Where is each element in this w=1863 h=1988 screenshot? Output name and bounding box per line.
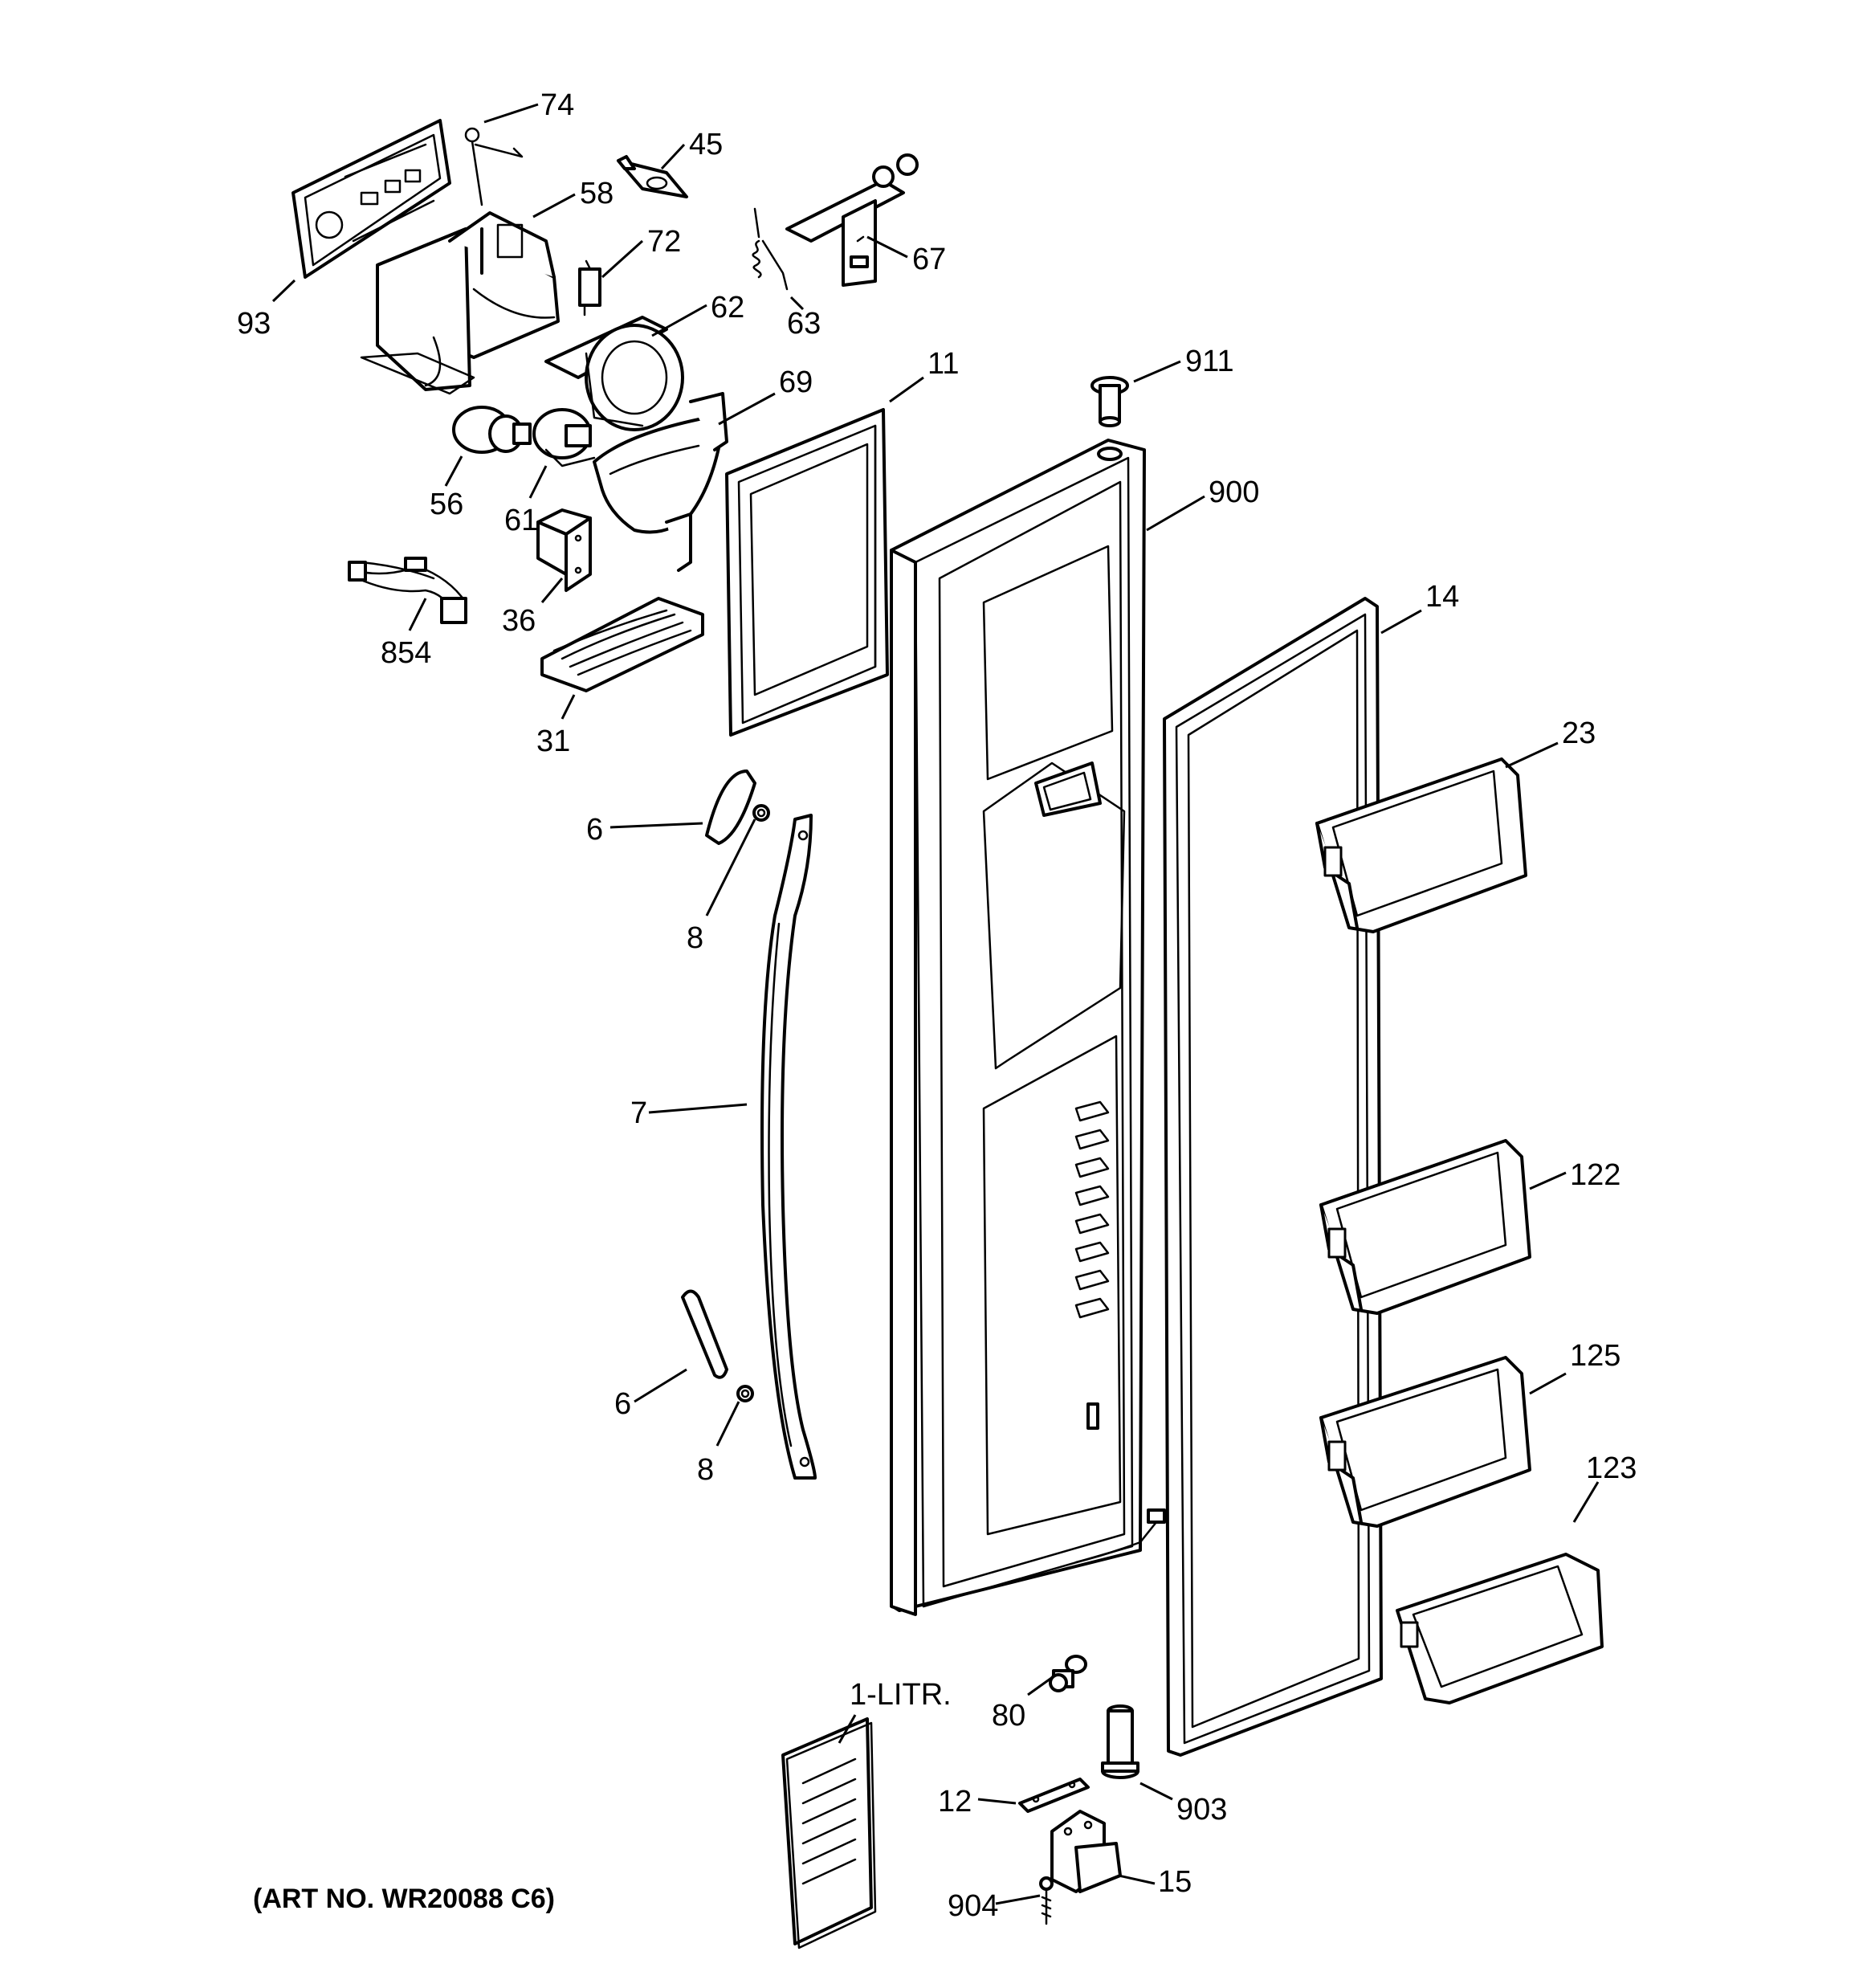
callout-23: 23 — [1562, 716, 1596, 750]
part-14-gasket — [1163, 597, 1383, 1757]
part-903-bushing — [1101, 1704, 1139, 1779]
art-number: (ART NO. WR20088 C6) — [253, 1884, 555, 1914]
leader-lines — [271, 103, 1600, 1905]
callout-911: 911 — [1185, 345, 1234, 378]
callout-8-upper: 8 — [687, 921, 703, 955]
callout-62: 62 — [711, 291, 744, 325]
callout-93: 93 — [237, 307, 271, 341]
part-6-handle-cap-upper — [705, 769, 756, 845]
callout-11: 11 — [927, 347, 959, 381]
callout-58: 58 — [580, 177, 614, 210]
callout-125: 125 — [1570, 1339, 1620, 1373]
part-122-bin — [1319, 1139, 1531, 1315]
callout-8-lower: 8 — [697, 1453, 714, 1487]
callout-45: 45 — [689, 128, 723, 161]
part-7-handle — [760, 814, 817, 1480]
callout-6-upper: 6 — [586, 813, 603, 847]
callout-72: 72 — [647, 225, 681, 259]
door-ribs — [1074, 1100, 1110, 1319]
callout-labels: 74 45 58 72 67 63 93 62 911 69 11 900 56… — [237, 88, 1637, 1923]
callout-69: 69 — [779, 365, 813, 399]
part-12-shim — [1018, 1778, 1090, 1813]
part-23-bin — [1315, 757, 1527, 933]
part-74-spring — [464, 127, 524, 206]
part-80-plug — [1049, 1655, 1087, 1692]
callout-900: 900 — [1209, 476, 1259, 509]
part-58-dispenser-housing — [360, 211, 560, 395]
part-125-bin — [1319, 1356, 1531, 1528]
part-15-hinge — [1050, 1810, 1122, 1893]
callout-1-litr: 1-LITR. — [850, 1678, 952, 1712]
callout-7: 7 — [630, 1096, 647, 1130]
callout-14: 14 — [1425, 580, 1459, 614]
part-72-switch — [578, 259, 601, 316]
callout-61: 61 — [504, 504, 538, 537]
callout-12: 12 — [938, 1785, 972, 1819]
part-31-drip-tray — [540, 597, 704, 692]
part-8-screw-upper — [752, 804, 770, 822]
callout-36: 36 — [502, 604, 536, 638]
part-69-funnel — [593, 392, 728, 572]
part-854-harness — [348, 557, 467, 624]
callout-67: 67 — [912, 243, 946, 276]
callout-904: 904 — [948, 1889, 998, 1923]
part-911-cap — [1090, 376, 1129, 427]
callout-122: 122 — [1570, 1158, 1620, 1192]
part-904-screw — [1039, 1876, 1054, 1925]
callout-80: 80 — [992, 1699, 1025, 1733]
part-1-litr-booklet — [781, 1717, 877, 1949]
callout-123: 123 — [1586, 1451, 1637, 1485]
callout-6-lower: 6 — [614, 1387, 631, 1421]
callout-63: 63 — [787, 307, 821, 341]
part-36-relay — [536, 508, 592, 592]
part-56-motor — [452, 406, 532, 454]
part-63-spring — [752, 207, 789, 291]
part-61-solenoid — [532, 408, 596, 467]
callout-74: 74 — [540, 88, 574, 122]
callout-15: 15 — [1158, 1865, 1192, 1899]
callout-31: 31 — [536, 725, 570, 758]
part-8-screw-lower — [736, 1385, 754, 1402]
part-6-handle-cap-lower — [681, 1289, 728, 1379]
part-45-bracket — [617, 155, 688, 198]
callout-56: 56 — [430, 488, 463, 521]
callout-903: 903 — [1176, 1793, 1227, 1827]
part-62-ring — [544, 316, 684, 431]
part-900-door — [890, 439, 1166, 1616]
part-11-dispenser-frame — [725, 408, 889, 737]
callout-854: 854 — [381, 636, 431, 670]
part-67-lever — [785, 153, 919, 287]
part-93-control-board — [291, 119, 451, 279]
part-123-bin — [1396, 1553, 1604, 1704]
